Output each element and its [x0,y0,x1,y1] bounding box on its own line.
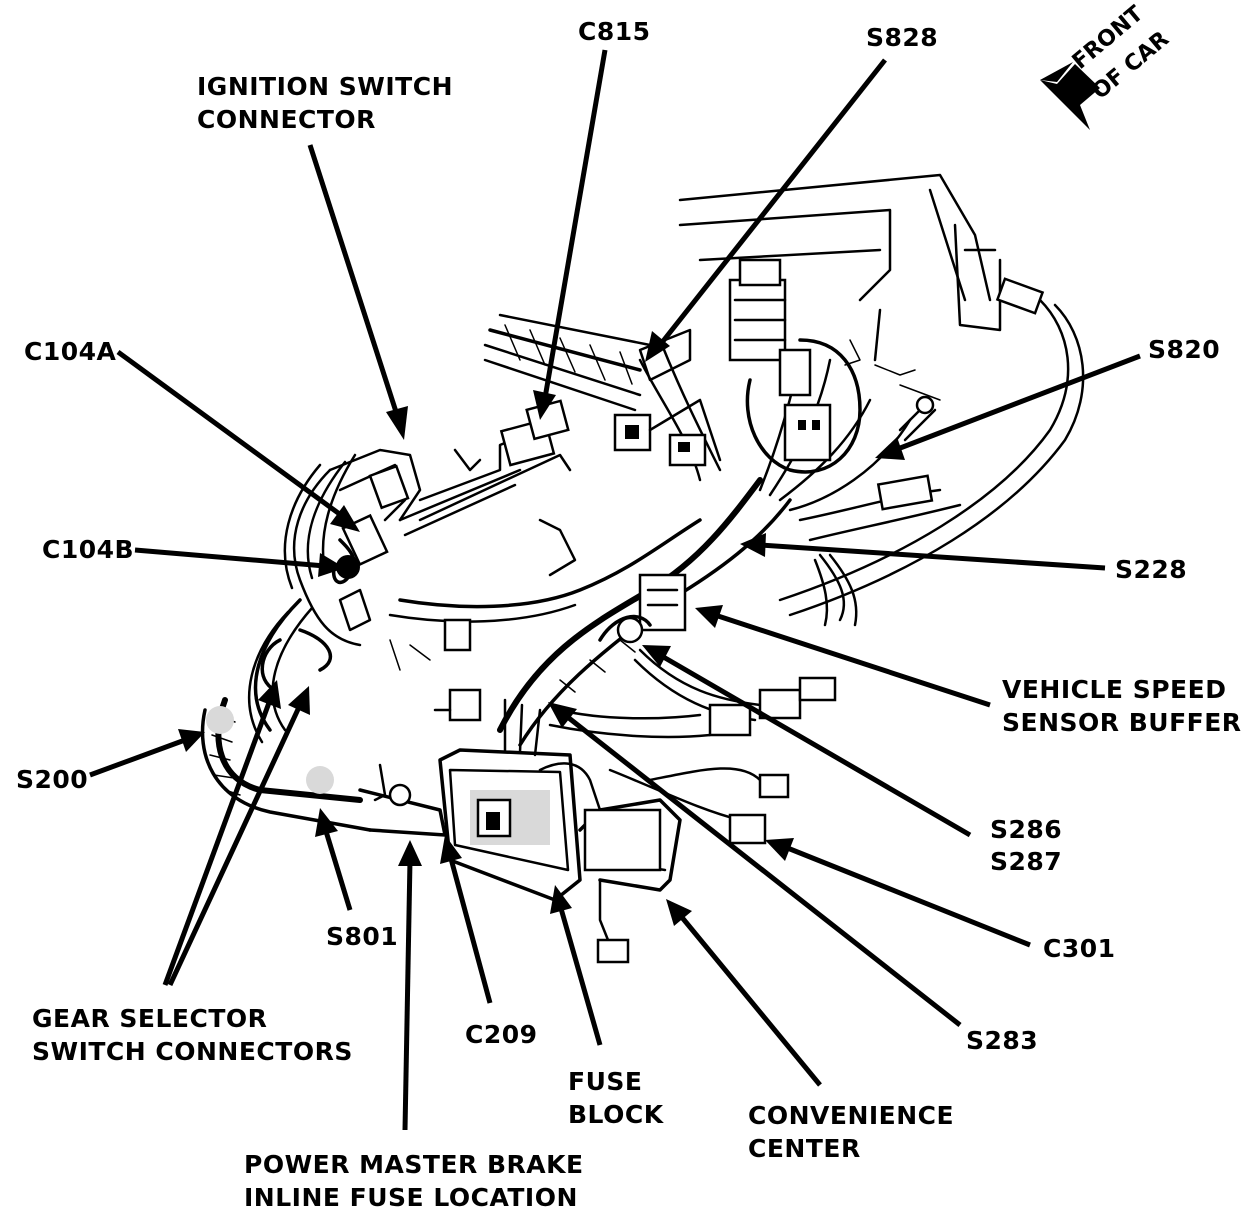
power-master-brake-fuse-label-line2: INLINE FUSE LOCATION [244,1183,578,1212]
s820-label: S820 [1148,335,1220,364]
power-master-brake-fuse-label-line1: POWER MASTER BRAKE [244,1150,584,1179]
s228-label: S228 [1115,555,1187,584]
leader-arrows [89,49,1141,1131]
s283-label: S283 [966,1026,1038,1055]
vehicle-speed-sensor-buffer-label-line2: SENSOR BUFFER [1002,708,1242,737]
fuse-block-label-line1: FUSE [568,1067,642,1096]
ignition-switch-connector-label-line1: IGNITION SWITCH [197,72,453,101]
s801-label: S801 [326,922,398,951]
s200-label: S200 [16,765,88,794]
s287-label: S287 [990,847,1062,876]
harness-artwork [200,258,1085,845]
s828-label: S828 [866,23,938,52]
vehicle-speed-sensor-buffer-label-line1: VEHICLE SPEED [1002,675,1226,704]
ignition-switch-connector-label-line2: CONNECTOR [197,105,376,134]
dash-structure-artwork [389,173,1002,671]
convenience-center-artwork [578,798,682,964]
orientation-arrow-icon [1040,62,1100,130]
convenience-center-label-line2: CENTER [748,1134,861,1163]
c301-label: C301 [1043,934,1116,963]
c104b-label: C104B [42,535,134,564]
fuse-block-label-line2: BLOCK [568,1100,665,1129]
c209-label: C209 [465,1020,538,1049]
gear-selector-switch-connectors-label-line2: SWITCH CONNECTORS [32,1037,353,1066]
convenience-center-label-line1: CONVENIENCE [748,1101,954,1130]
s286-label: S286 [990,815,1062,844]
c815-label: C815 [578,17,651,46]
c104a-label: C104A [24,337,117,366]
gear-selector-switch-connectors-label-line1: GEAR SELECTOR [32,1004,267,1033]
